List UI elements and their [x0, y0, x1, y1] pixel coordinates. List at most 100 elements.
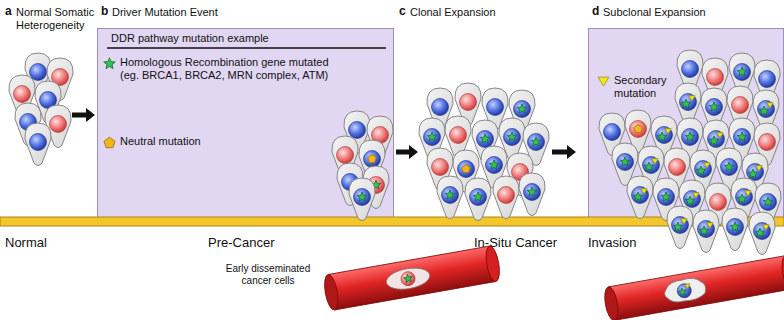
mutation-star — [678, 287, 687, 296]
vessel-wall — [328, 246, 496, 310]
cell-body — [749, 212, 775, 255]
cell-nucleus — [14, 86, 31, 103]
secondary-triangle — [681, 219, 687, 224]
blood-vessel — [322, 245, 502, 311]
secondary-triangle — [767, 103, 773, 108]
cell-body — [25, 123, 51, 166]
stage-label: Normal — [5, 236, 47, 251]
cell — [722, 208, 748, 251]
panel-box: d Subclonal Expansion — [588, 4, 784, 218]
cell-nucleus — [695, 161, 712, 178]
cell-nucleus — [524, 184, 541, 201]
cell-nucleus — [30, 134, 47, 151]
legend-text: Secondary mutation — [614, 74, 678, 99]
mutation-star — [517, 104, 527, 113]
cell-nucleus — [672, 217, 689, 234]
vessel-opening — [603, 286, 621, 320]
mutation-star — [763, 197, 773, 206]
mutation-star — [685, 132, 695, 141]
cell-nucleus — [676, 283, 692, 299]
cell-layer — [9, 50, 781, 255]
cell — [349, 178, 375, 221]
mutation-star — [709, 136, 719, 145]
cell — [627, 176, 653, 219]
cell — [667, 206, 693, 249]
mutation-star — [737, 67, 747, 76]
mutation-star — [709, 102, 719, 111]
mutation-star — [620, 157, 630, 166]
progression-arrow — [552, 145, 576, 159]
cell-nucleus — [721, 159, 738, 176]
cell-nucleus — [710, 194, 727, 211]
cell-nucleus — [747, 164, 764, 181]
cell-nucleus — [734, 64, 751, 81]
cell-nucleus — [698, 221, 715, 238]
cell-nucleus — [30, 64, 47, 81]
mutation-star — [737, 194, 747, 203]
panel-title: Clonal Expansion — [410, 6, 496, 19]
mutation-star — [737, 132, 747, 141]
cell-nucleus — [760, 194, 777, 211]
cell — [25, 123, 51, 166]
cell-nucleus — [504, 129, 521, 146]
legend-symbol — [597, 75, 610, 88]
mutation-star — [673, 222, 683, 231]
cell-nucleus — [707, 69, 724, 86]
secondary-triangle — [717, 133, 723, 138]
vessel-end — [484, 245, 502, 283]
legend-item: Homologous Recombination gene mutated (e… — [103, 56, 342, 81]
vessel-opening — [322, 273, 340, 311]
cell-nucleus — [470, 189, 487, 206]
cell-nucleus — [486, 157, 503, 174]
cell-nucleus — [337, 147, 354, 164]
mutation-star — [685, 196, 695, 205]
neutral-pentagon — [104, 137, 115, 147]
cell — [519, 173, 545, 216]
cell-nucleus — [487, 99, 504, 116]
legend-heading: DDR pathway mutation example — [111, 32, 269, 45]
panel-title: Normal Somatic Heterogeneity — [16, 6, 102, 31]
cell-body — [493, 176, 519, 219]
legend-item: Neutral mutation — [103, 135, 230, 149]
cell-nucleus — [400, 271, 416, 287]
cell-nucleus — [498, 187, 515, 204]
legend-item: Secondary mutation — [597, 74, 678, 99]
cell-nucleus — [758, 101, 775, 118]
panel-title: Subclonal Expansion — [603, 6, 706, 19]
cell — [465, 178, 491, 221]
mutation-star — [403, 274, 413, 284]
secondary-triangle — [665, 129, 671, 134]
cell-nucleus — [630, 121, 647, 138]
cell-nucleus — [477, 131, 494, 148]
mutation-star — [633, 192, 643, 201]
cell-nucleus — [442, 187, 459, 204]
cell-nucleus — [617, 154, 634, 171]
secondary-triangle — [707, 223, 713, 228]
mutation-star — [748, 169, 758, 178]
heading-rule — [107, 47, 386, 49]
secondary-triangle — [756, 166, 762, 171]
mutation-star — [104, 58, 115, 69]
cell-nucleus — [706, 99, 723, 116]
mutation-star — [696, 166, 706, 175]
cell — [749, 212, 775, 255]
cell-nucleus — [727, 219, 744, 236]
cell-nucleus — [514, 101, 531, 118]
vessel-end — [780, 255, 784, 291]
neutral-pentagon — [634, 125, 643, 133]
vessel-caption: Early disseminated cancer cells — [220, 263, 316, 286]
cell-nucleus — [684, 191, 701, 208]
mutation-star — [724, 162, 734, 171]
cell-nucleus — [528, 134, 545, 151]
cell-body — [627, 176, 653, 219]
cell-nucleus — [734, 129, 751, 146]
panel-letter: d — [592, 5, 599, 19]
blood-vessel — [603, 255, 784, 320]
cell-nucleus — [432, 99, 449, 116]
mutation-star — [427, 132, 437, 141]
cell-nucleus — [759, 71, 776, 88]
cell-nucleus — [682, 129, 699, 146]
cell-nucleus — [732, 97, 749, 114]
cell-nucleus — [424, 129, 441, 146]
stage-label: Invasion — [588, 236, 636, 251]
